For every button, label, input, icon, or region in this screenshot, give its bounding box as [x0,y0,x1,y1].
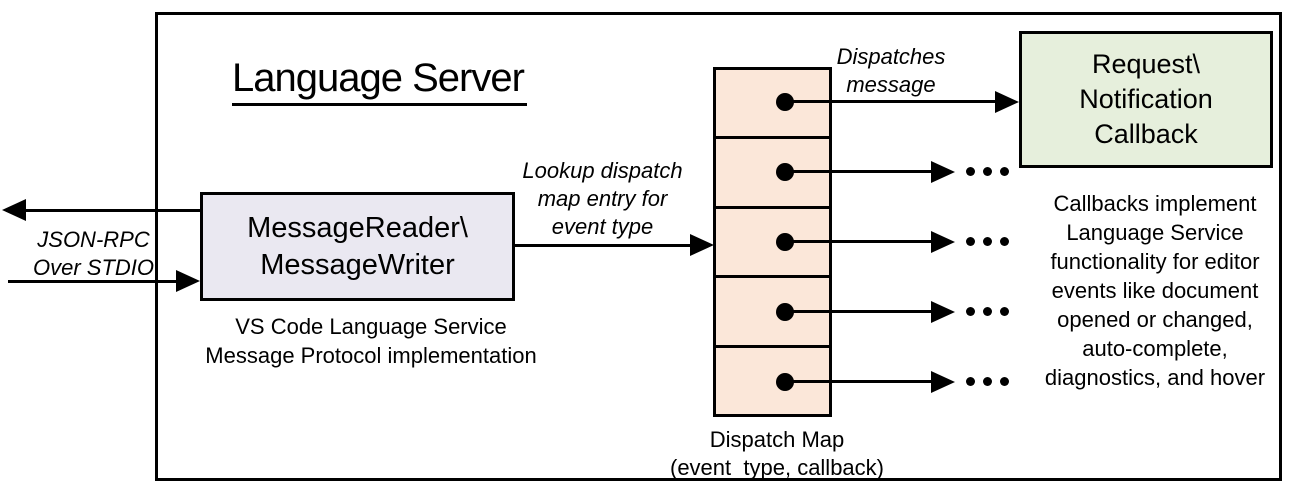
dispatch-map-cell [716,136,829,205]
dispatch-map-label-line1: Dispatch Map [709,427,845,452]
dispatch-arrowhead-icon [931,301,955,323]
dispatch-arrow-line [785,170,933,173]
caption-line2: Message Protocol implementation [205,343,537,368]
callbacks-note-line: diagnostics, and hover [1044,365,1266,390]
dispatches-label-line1: Dispatches [836,44,946,69]
stdio-in-arrow-line [8,280,178,283]
stdio-label: JSON-RPC Over STDIO [16,226,171,282]
diagram-title: Language Server [232,56,527,106]
ellipsis-dots [966,237,1009,246]
callbacks-note-line: Callbacks implement [1053,191,1257,216]
dispatch-arrow-line [785,310,933,313]
dispatch-arrow-line [785,100,997,103]
ellipsis-dots [966,307,1009,316]
stdio-out-arrow-line [6,209,200,212]
message-reader-writer-line2: MessageWriter [260,248,455,281]
stdio-in-arrowhead-icon [176,270,200,292]
message-reader-writer-box: MessageReader\ MessageWriter [200,192,515,301]
stdio-label-line2: Over STDIO [32,255,154,280]
caption-line1: VS Code Language Service [235,314,507,339]
callback-box-line3: Callback [1094,119,1198,149]
message-reader-writer-caption: VS Code Language Service Message Protoco… [180,312,562,370]
dispatch-map-label-line2: (event_type, callback) [670,455,884,480]
lookup-arrowhead-icon [690,234,714,256]
dispatch-arrowhead-icon [931,161,955,183]
dispatch-map-cell [716,275,829,344]
dispatch-arrowhead-icon [995,91,1019,113]
request-notification-callback-box: Request\ Notification Callback [1019,31,1273,168]
dispatch-map-cell [716,70,829,136]
callbacks-note-line: auto-complete, [1082,336,1228,361]
callbacks-note-line: functionality for editor [1050,249,1260,274]
dispatch-arrowhead-icon [931,371,955,393]
ellipsis-dots [966,377,1009,386]
callbacks-note-line: events like document [1051,278,1259,303]
dispatches-label: Dispatches message [816,43,966,99]
dispatch-map-cell [716,344,829,414]
dispatch-map-cell [716,205,829,275]
ellipsis-dots [966,167,1009,176]
lookup-label-line2: map entry for [537,186,668,211]
dispatch-arrow-line [785,240,933,243]
dispatch-arrowhead-icon [931,231,955,253]
callback-box-line2: Notification [1079,84,1213,114]
language-server-boundary-box [155,12,1282,481]
lookup-label: Lookup dispatch map entry for event type [505,157,700,241]
stdio-label-line1: JSON-RPC [37,227,150,252]
dispatch-arrow-line [785,380,933,383]
stdio-out-arrowhead-icon [2,199,26,221]
callback-box-line1: Request\ [1091,49,1201,79]
lookup-label-line1: Lookup dispatch [522,158,683,183]
lookup-arrow-line [513,244,691,247]
dispatch-map-label: Dispatch Map (event_type, callback) [662,426,892,482]
lookup-label-line3: event type [551,214,654,239]
callbacks-note: Callbacks implement Language Service fun… [1030,189,1280,392]
callbacks-note-line: Language Service [1066,220,1244,245]
callbacks-note-line: opened or changed, [1057,307,1253,332]
dispatches-label-line2: message [846,72,936,97]
message-reader-writer-line1: MessageReader\ [247,211,468,244]
